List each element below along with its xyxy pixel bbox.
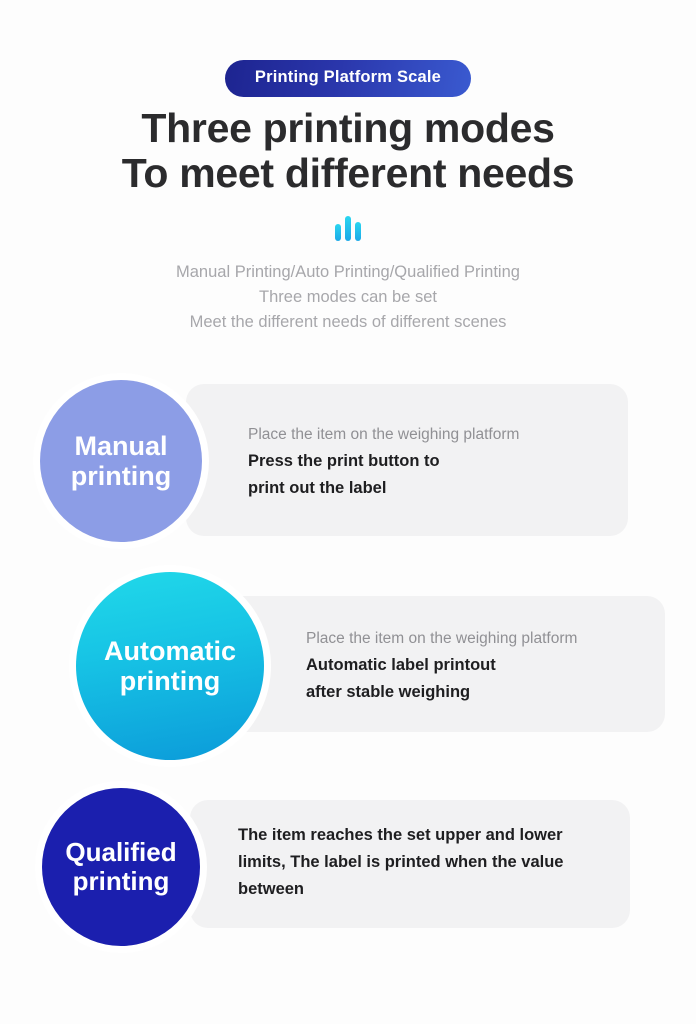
mode-card-automatic-panel bbox=[222, 596, 665, 732]
mode-card-automatic: Place the item on the weighing platform … bbox=[0, 578, 696, 768]
mode-card-automatic-lead: Place the item on the weighing platform bbox=[306, 630, 578, 647]
bar-chart-icon-bar-3 bbox=[355, 222, 361, 241]
mode-card-qualified-panel bbox=[190, 800, 630, 928]
mode-card-qualified-detail-3: between bbox=[238, 880, 305, 898]
page-title: Three printing modes To meet different n… bbox=[0, 106, 696, 196]
mode-circle-automatic-line-1: Automatic bbox=[103, 635, 236, 666]
mode-card-automatic-detail-1: Automatic label printout bbox=[306, 656, 496, 674]
badge-container: Printing Platform Scale bbox=[0, 60, 696, 97]
mode-card-automatic-text: Place the item on the weighing platform … bbox=[306, 626, 666, 706]
mode-card-manual: Place the item on the weighing platform … bbox=[0, 384, 696, 544]
mode-circle-qualified-line-2: printing bbox=[72, 866, 170, 896]
mode-card-automatic-detail-2: after stable weighing bbox=[306, 683, 471, 701]
mode-card-manual-detail-2: print out the label bbox=[248, 479, 387, 497]
page-title-line-2: To meet different needs bbox=[121, 150, 575, 196]
mode-circle-qualified-line-1: Qualified bbox=[65, 836, 177, 867]
page-subtitle-line-3: Meet the different needs of different sc… bbox=[189, 313, 507, 331]
mode-card-qualified-detail-1: The item reaches the set upper and lower bbox=[238, 826, 563, 844]
page-subtitle-line-1: Manual Printing/Auto Printing/Qualified … bbox=[176, 263, 520, 281]
mode-circle-manual-line-1: Manual bbox=[74, 430, 168, 461]
mode-card-qualified: The item reaches the set upper and lower… bbox=[0, 790, 696, 960]
bar-chart-icon-bar-2 bbox=[345, 216, 351, 241]
badge-printing-platform-scale: Printing Platform Scale bbox=[224, 60, 472, 97]
bar-chart-icon bbox=[0, 213, 696, 241]
page-subtitle-line-2: Three modes can be set bbox=[259, 288, 437, 306]
mode-circle-manual-line-2: printing bbox=[70, 461, 172, 491]
mode-card-manual-text: Place the item on the weighing platform … bbox=[248, 422, 618, 502]
mode-circle-automatic-line-2: printing bbox=[119, 666, 221, 696]
mode-circle-qualified[interactable]: Qualified printing bbox=[42, 788, 200, 946]
mode-card-qualified-text: The item reaches the set upper and lower… bbox=[238, 822, 618, 903]
mode-card-qualified-detail-2: limits, The label is printed when the va… bbox=[238, 853, 564, 871]
mode-circle-automatic[interactable]: Automatic printing bbox=[76, 572, 264, 760]
mode-card-manual-lead: Place the item on the weighing platform bbox=[248, 426, 520, 443]
page-title-line-1: Three printing modes bbox=[141, 105, 555, 151]
mode-card-manual-panel bbox=[186, 384, 628, 536]
page-subtitle: Manual Printing/Auto Printing/Qualified … bbox=[0, 260, 696, 335]
mode-card-manual-detail-1: Press the print button to bbox=[248, 452, 440, 470]
mode-circle-manual[interactable]: Manual printing bbox=[40, 380, 202, 542]
bar-chart-icon-bar-1 bbox=[335, 224, 341, 241]
